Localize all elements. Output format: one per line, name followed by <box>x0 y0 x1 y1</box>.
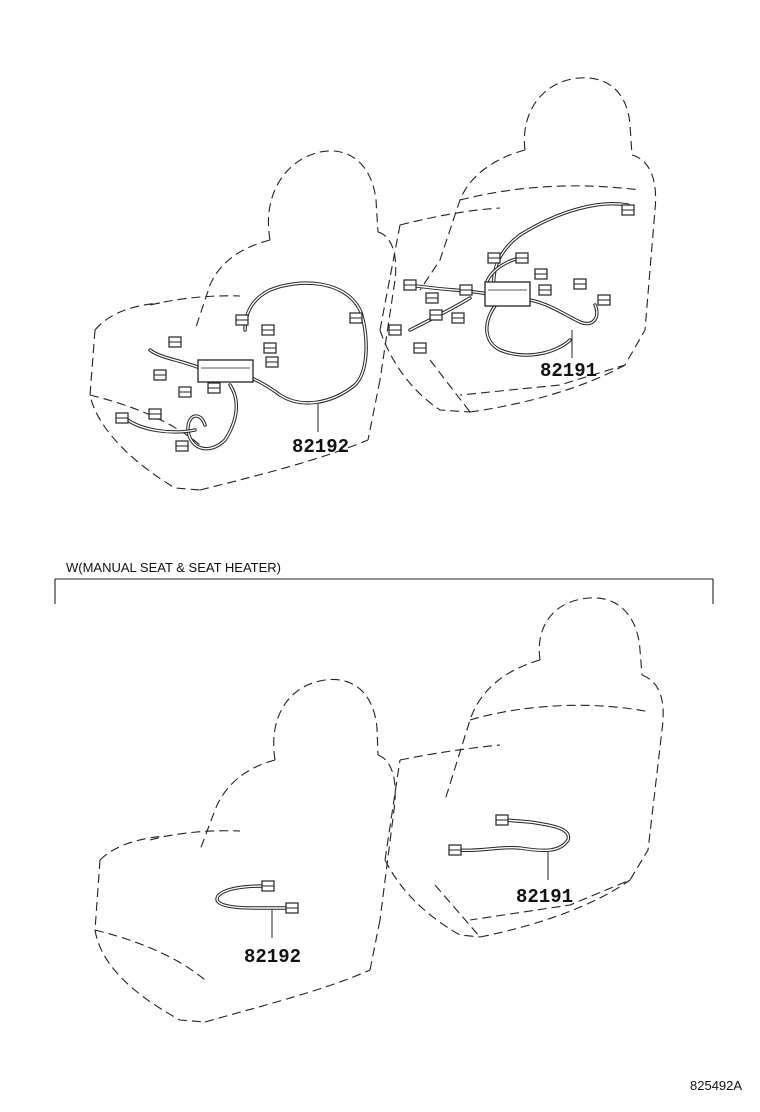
part-number-82191-bottom: 82191 <box>516 886 573 908</box>
diagram-code: 825492A <box>690 1078 742 1093</box>
part-number-82192-top: 82192 <box>292 436 349 458</box>
harness-82192-top <box>115 281 368 452</box>
part-number-82191-top: 82191 <box>540 360 597 382</box>
harness-82192-bottom <box>215 880 299 938</box>
bottom-left-seat-outline <box>94 678 396 1023</box>
harness-82191-bottom <box>448 814 571 880</box>
section-title: W(MANUAL SEAT & SEAT HEATER) <box>66 560 281 575</box>
top-seat-assembly <box>89 77 657 491</box>
harness-82191-top <box>388 202 635 358</box>
top-right-seat-outline <box>379 77 657 413</box>
bottom-seat-assembly <box>94 597 664 1023</box>
bottom-right-seat-outline <box>384 597 664 938</box>
part-number-82192-bottom: 82192 <box>244 946 301 968</box>
